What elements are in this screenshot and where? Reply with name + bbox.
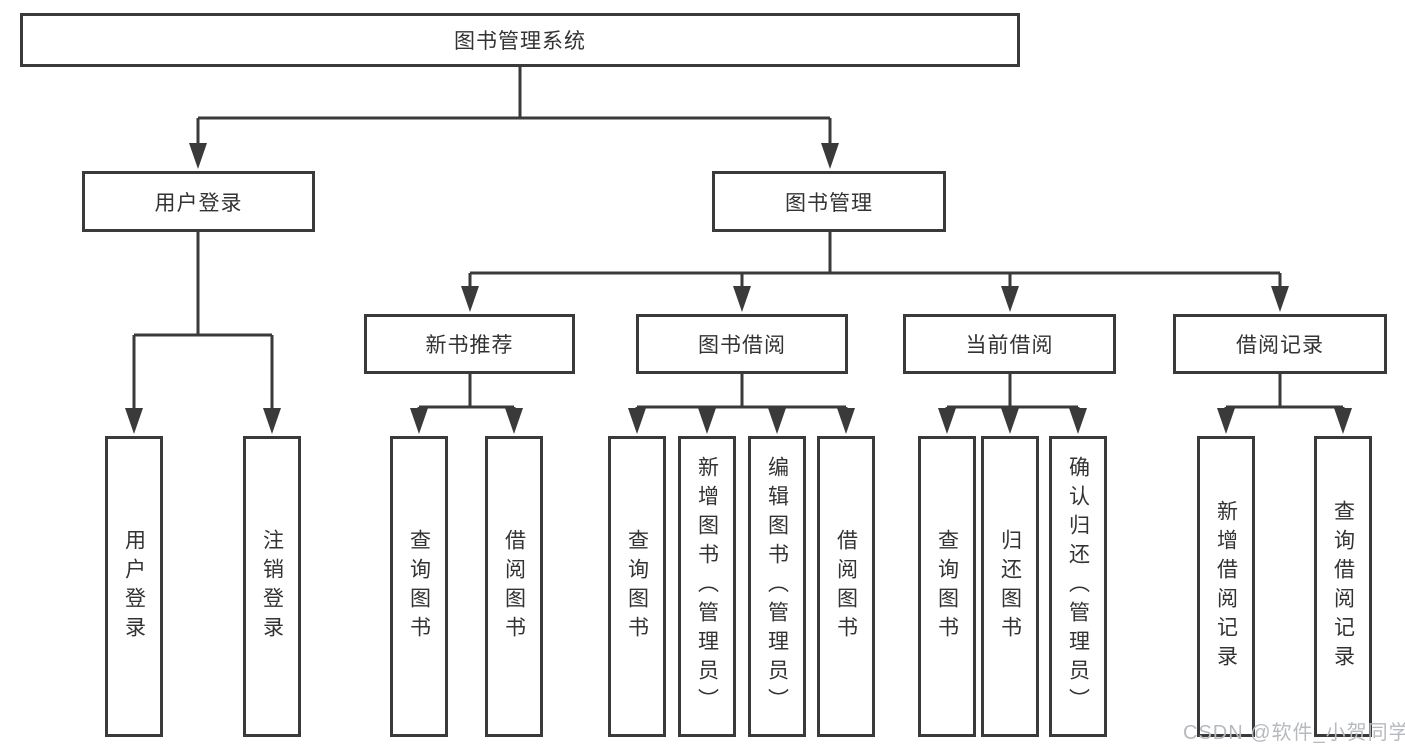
node-label-leaf-logout: 注销登录: [260, 528, 284, 645]
node-leaf-logout: 注销登录: [243, 436, 301, 737]
arrowhead-icon: [768, 408, 786, 434]
node-label-leaf-query-books-c: 查询图书: [935, 528, 959, 645]
node-leaf-borrow-books-a: 借阅图书: [485, 436, 543, 737]
node-leaf-query-books-c: 查询图书: [918, 436, 976, 737]
node-leaf-query-books-b: 查询图书: [608, 436, 666, 737]
node-book-management: 图书管理: [712, 171, 946, 232]
node-label-leaf-query-books-b: 查询图书: [625, 528, 649, 645]
node-borrowing-records: 借阅记录: [1173, 314, 1387, 374]
node-label-leaf-query-borrow-record: 查询借阅记录: [1331, 499, 1355, 674]
arrowhead-icon: [1001, 408, 1019, 434]
arrowhead-icon: [733, 286, 751, 312]
arrowhead-icon: [1001, 286, 1019, 312]
node-leaf-confirm-return: 确认归还（管理员）: [1049, 436, 1107, 737]
arrowhead-icon: [125, 408, 143, 434]
node-label-leaf-edit-book-admin: 编辑图书（管理员）: [765, 456, 789, 717]
node-leaf-add-book-admin: 新增图书（管理员）: [678, 436, 736, 737]
node-leaf-query-books-a: 查询图书: [390, 436, 448, 737]
connector-user-login: [125, 232, 281, 434]
arrowhead-icon: [189, 143, 207, 169]
connector-borrowing-records: [1217, 374, 1352, 434]
node-leaf-user-login: 用户登录: [105, 436, 163, 737]
arrowhead-icon: [1217, 408, 1235, 434]
connector-current-borrowing: [938, 374, 1087, 434]
node-leaf-edit-book-admin: 编辑图书（管理员）: [748, 436, 806, 737]
arrowhead-icon: [505, 408, 523, 434]
node-leaf-borrow-books-b: 借阅图书: [817, 436, 875, 737]
node-leaf-return-book: 归还图书: [981, 436, 1039, 737]
node-label-leaf-add-borrow-record: 新增借阅记录: [1214, 499, 1238, 674]
node-leaf-add-borrow-record: 新增借阅记录: [1197, 436, 1255, 737]
arrowhead-icon: [461, 286, 479, 312]
node-label-root: 图书管理系统: [454, 30, 586, 53]
node-label-leaf-borrow-books-b: 借阅图书: [834, 528, 858, 645]
node-label-current-borrowing: 当前借阅: [965, 334, 1054, 357]
arrowhead-icon: [821, 143, 839, 169]
node-book-borrowing: 图书借阅: [636, 314, 848, 374]
arrowhead-icon: [1271, 286, 1289, 312]
node-label-leaf-query-books-a: 查询图书: [407, 528, 431, 645]
watermark: CSDN @软件_小贺同学: [1183, 722, 1405, 744]
node-user-login: 用户登录: [82, 171, 315, 232]
node-label-book-borrowing: 图书借阅: [698, 334, 786, 357]
connector-book-borrowing: [628, 374, 855, 434]
arrowhead-icon: [938, 408, 956, 434]
node-label-book-management: 图书管理: [785, 191, 873, 215]
node-label-leaf-return-book: 归还图书: [998, 528, 1022, 645]
node-label-new-book-recommend: 新书推荐: [425, 334, 514, 357]
arrowhead-icon: [1334, 408, 1352, 434]
node-label-leaf-add-book-admin: 新增图书（管理员）: [695, 456, 719, 717]
arrowhead-icon: [410, 408, 428, 434]
connector-root: [189, 67, 839, 169]
node-root: 图书管理系统: [20, 13, 1020, 67]
node-label-leaf-confirm-return: 确认归还（管理员）: [1066, 456, 1090, 717]
node-leaf-query-borrow-record: 查询借阅记录: [1314, 436, 1372, 737]
node-label-user-login: 用户登录: [154, 191, 243, 215]
connector-book-management: [461, 232, 1289, 312]
arrowhead-icon: [628, 408, 646, 434]
node-new-book-recommend: 新书推荐: [364, 314, 575, 374]
node-current-borrowing: 当前借阅: [903, 314, 1116, 374]
node-label-borrowing-records: 借阅记录: [1236, 334, 1324, 357]
arrowhead-icon: [1069, 408, 1087, 434]
node-label-leaf-borrow-books-a: 借阅图书: [502, 528, 526, 645]
arrowhead-icon: [837, 408, 855, 434]
arrowhead-icon: [698, 408, 716, 434]
arrowhead-icon: [263, 408, 281, 434]
connector-new-book-recommend: [410, 374, 523, 434]
node-label-leaf-user-login: 用户登录: [122, 528, 146, 645]
